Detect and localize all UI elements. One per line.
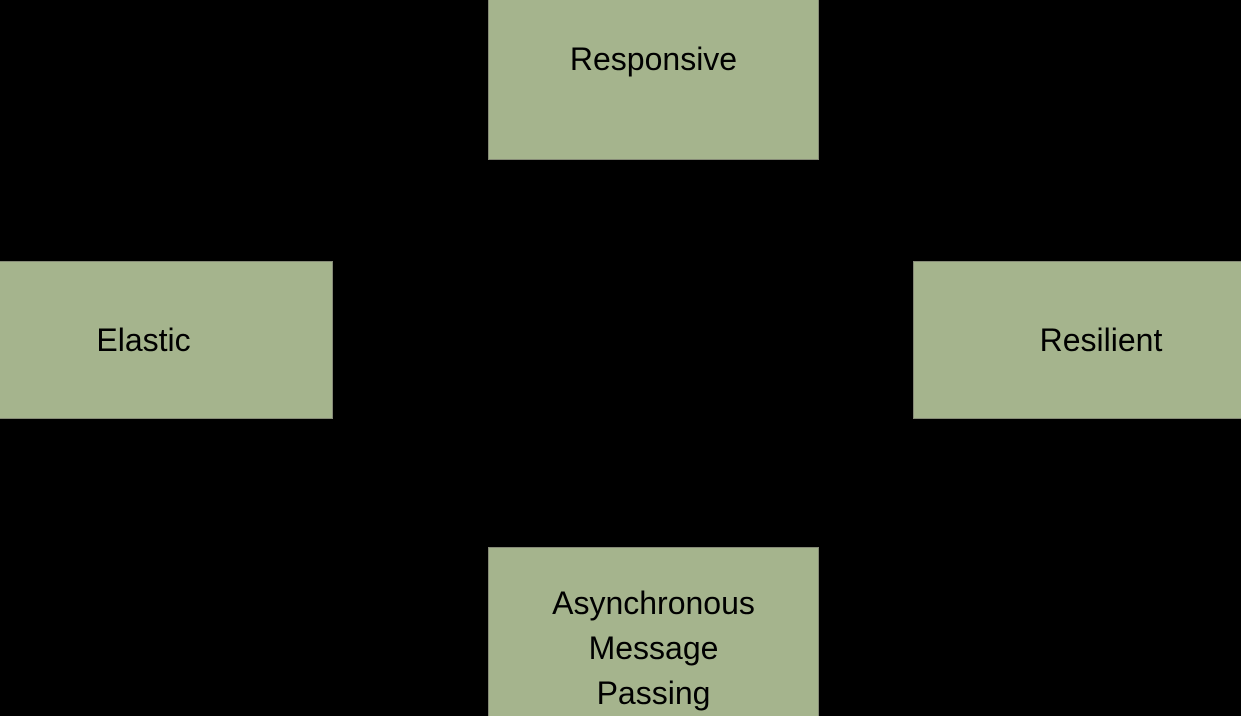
node-elastic-label: Elastic <box>96 321 191 358</box>
node-responsive-label: Responsive <box>569 40 738 77</box>
connector-elastic-to-async <box>331 379 490 629</box>
node-async-label: Asynchronous Message Passing <box>552 584 755 711</box>
node-responsive[interactable]: Responsive <box>488 0 819 160</box>
node-async[interactable]: Asynchronous Message Passing <box>488 547 819 716</box>
connector-responsive-to-resilient <box>817 109 915 301</box>
node-resilient-label: Resilient <box>1039 321 1163 358</box>
connector-async-to-resilient <box>817 379 915 629</box>
node-elastic[interactable]: Elastic <box>0 261 333 419</box>
node-resilient[interactable]: Resilient <box>913 261 1241 419</box>
connector-elastic-to-responsive <box>331 109 490 301</box>
